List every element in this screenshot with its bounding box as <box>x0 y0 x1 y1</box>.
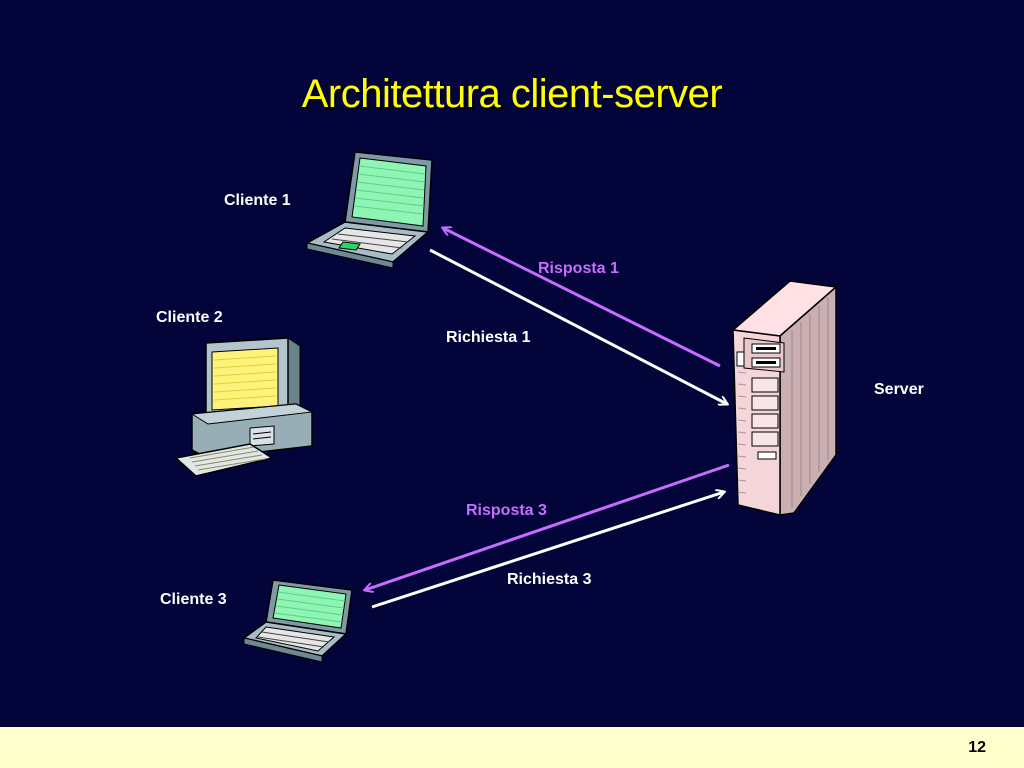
page-number: 12 <box>968 739 986 756</box>
client-2-label: Cliente 2 <box>156 309 223 326</box>
client-1-laptop-icon <box>304 151 433 269</box>
request-3-arrow <box>371 492 724 609</box>
request-1-label: Richiesta 1 <box>446 329 531 346</box>
response-1-arrow <box>443 228 721 368</box>
footer-bar: 12 <box>0 727 1024 768</box>
response-1-label: Risposta 1 <box>538 260 619 277</box>
request-3-label: Richiesta 3 <box>507 571 592 588</box>
request-1-arrow <box>429 248 727 404</box>
client-3-label: Cliente 3 <box>160 591 227 608</box>
client-3-laptop-icon <box>242 579 353 663</box>
slide-title: Architettura client-server <box>301 72 723 116</box>
server-tower-icon <box>731 280 838 516</box>
client-2-desktop-icon <box>174 337 314 477</box>
client-1-label: Cliente 1 <box>224 192 291 209</box>
response-3-arrow <box>365 463 730 590</box>
diagram-canvas <box>174 151 838 663</box>
response-3-label: Risposta 3 <box>466 502 547 519</box>
server-label: Server <box>874 381 924 398</box>
